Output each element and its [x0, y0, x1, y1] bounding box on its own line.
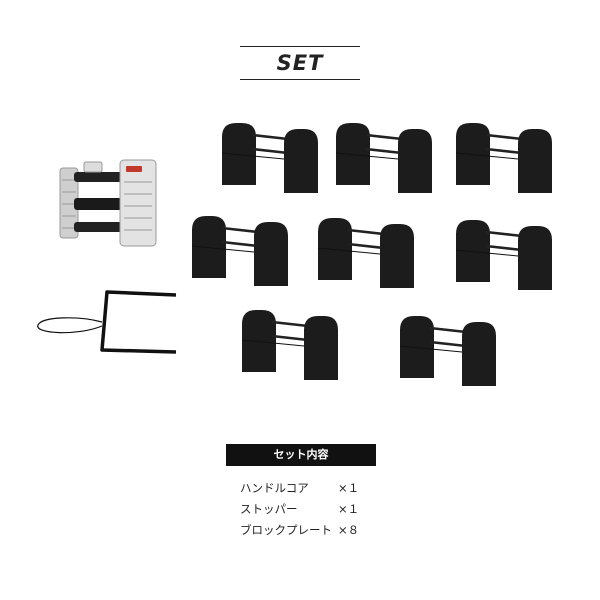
- item-quantity: ×１: [338, 481, 360, 495]
- block-plate-image: [454, 121, 554, 195]
- list-item: ブロックプレート ×８: [240, 520, 380, 541]
- block-plate-image: [220, 121, 320, 195]
- set-heading-text: SET: [276, 51, 324, 75]
- block-plate-image: [398, 314, 498, 388]
- item-quantity: ×８: [338, 523, 360, 537]
- handle-core-image: [59, 159, 157, 247]
- item-name: ストッパー: [240, 502, 298, 516]
- product-illustration: [37, 121, 554, 388]
- stopper-image: [37, 290, 177, 354]
- block-plate-image: [454, 218, 554, 292]
- item-name: ブロックプレート: [240, 523, 332, 537]
- set-contents-label: セット内容: [226, 444, 376, 466]
- item-quantity: ×１: [338, 502, 360, 516]
- block-plate-image: [240, 308, 340, 382]
- list-item: ストッパー ×１: [240, 499, 380, 520]
- heading-top-rule: [240, 46, 360, 47]
- item-name: ハンドルコア: [240, 481, 309, 495]
- block-plate-image: [316, 216, 416, 290]
- heading-bottom-rule: [240, 79, 360, 80]
- block-plate-image: [334, 121, 434, 195]
- set-contents-list: ハンドルコア ×１ ストッパー ×１ ブロックプレート ×８: [240, 478, 380, 541]
- set-heading: SET: [240, 44, 360, 82]
- block-plate-image: [190, 214, 290, 288]
- list-item: ハンドルコア ×１: [240, 478, 380, 499]
